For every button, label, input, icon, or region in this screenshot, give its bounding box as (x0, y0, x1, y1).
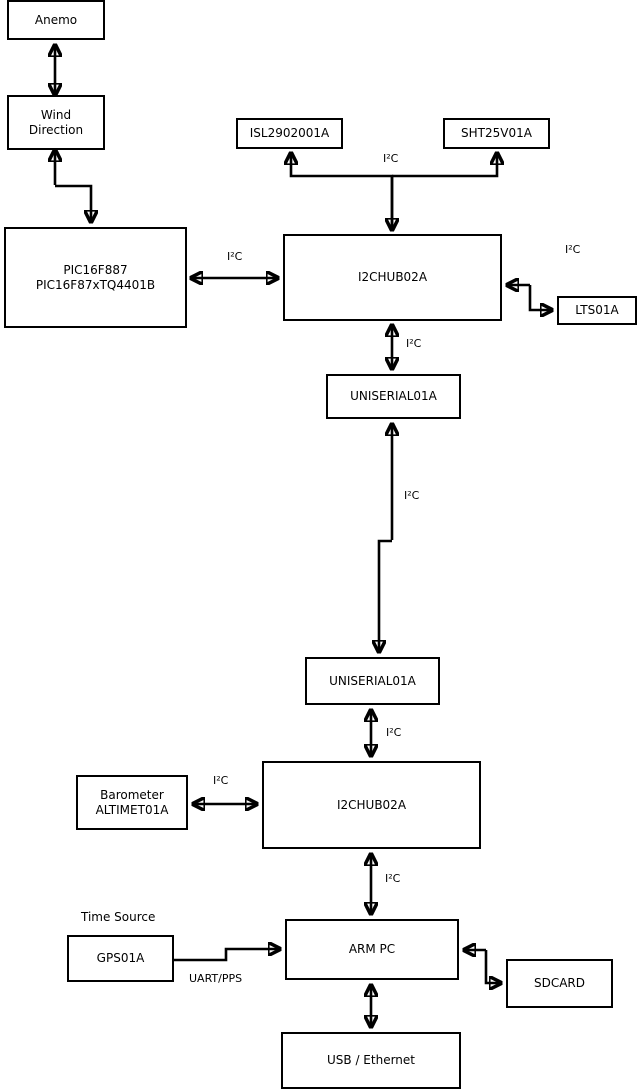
wire-armpc-to-sdcard (484, 950, 501, 983)
node-i2chub02a-bottom[interactable]: I2CHUB02A (262, 761, 481, 849)
node-arm-pc[interactable]: ARM PC (285, 919, 459, 980)
label-time-source: Time Source (81, 910, 156, 924)
wire-hub-to-lts (528, 285, 552, 310)
edge-label-uniserial-link: I²C (404, 489, 420, 502)
node-wind-direction[interactable]: Wind Direction (7, 95, 105, 150)
edge-label-hub-armpc: I²C (385, 872, 401, 885)
edge-label-pic-hub: I²C (227, 250, 243, 263)
node-usb-ethernet-label: USB / Ethernet (327, 1053, 415, 1067)
node-i2chub02a-top[interactable]: I2CHUB02A (283, 234, 502, 321)
node-sdcard-label: SDCARD (533, 976, 586, 990)
edge-label-barometer-hub: I²C (213, 774, 229, 787)
node-uniserial01a-lower-label: UNISERIAL01A (329, 673, 416, 688)
node-sht25v01a-label: SHT25V01A (461, 126, 532, 140)
node-uniserial01a-upper[interactable]: UNISERIAL01A (326, 374, 461, 419)
node-barometer[interactable]: Barometer ALTIMET01A (76, 775, 188, 830)
node-sdcard[interactable]: SDCARD (506, 959, 613, 1008)
node-anemo[interactable]: Anemo (7, 0, 105, 40)
node-i2chub02a-bottom-label: I2CHUB02A (336, 797, 407, 812)
node-lts01a[interactable]: LTS01A (557, 296, 637, 325)
edge-label-hub-sensors: I²C (383, 152, 399, 165)
node-arm-pc-label: ARM PC (348, 942, 396, 956)
node-gps01a-label: GPS01A (96, 951, 145, 965)
node-barometer-label: Barometer ALTIMET01A (95, 787, 169, 817)
edge-label-gps-armpc: UART/PPS (189, 972, 243, 985)
node-isl2902001a[interactable]: ISL2902001A (236, 118, 343, 149)
node-i2chub02a-top-label: I2CHUB02A (357, 270, 428, 284)
node-uniserial01a-lower[interactable]: UNISERIAL01A (305, 657, 440, 705)
wire-hub-sht (392, 153, 497, 178)
wire-gps-armpc (174, 949, 280, 962)
edge-label-hub-uniserial1: I²C (406, 337, 422, 350)
node-wind-direction-label: Wind Direction (28, 107, 84, 137)
wire-uniserial-link (379, 539, 392, 652)
node-pic-microcontroller[interactable]: PIC16F887 PIC16F87xTQ4401B (4, 227, 187, 328)
node-anemo-label: Anemo (34, 12, 78, 27)
node-gps01a[interactable]: GPS01A (67, 935, 174, 982)
wire-wind-pic-elbow (55, 184, 91, 222)
node-pic-microcontroller-label: PIC16F887 PIC16F87xTQ4401B (35, 262, 156, 292)
node-lts01a-label: LTS01A (575, 303, 619, 317)
node-sht25v01a[interactable]: SHT25V01A (443, 118, 550, 149)
edge-label-uniserial2-hub: I²C (386, 726, 402, 739)
node-uniserial01a-upper-label: UNISERIAL01A (350, 389, 437, 403)
node-isl2902001a-label: ISL2902001A (249, 126, 330, 140)
edge-label-hub-lts: I²C (565, 243, 581, 256)
wire-hub-sensor-bus (291, 153, 394, 230)
node-usb-ethernet[interactable]: USB / Ethernet (281, 1032, 461, 1089)
